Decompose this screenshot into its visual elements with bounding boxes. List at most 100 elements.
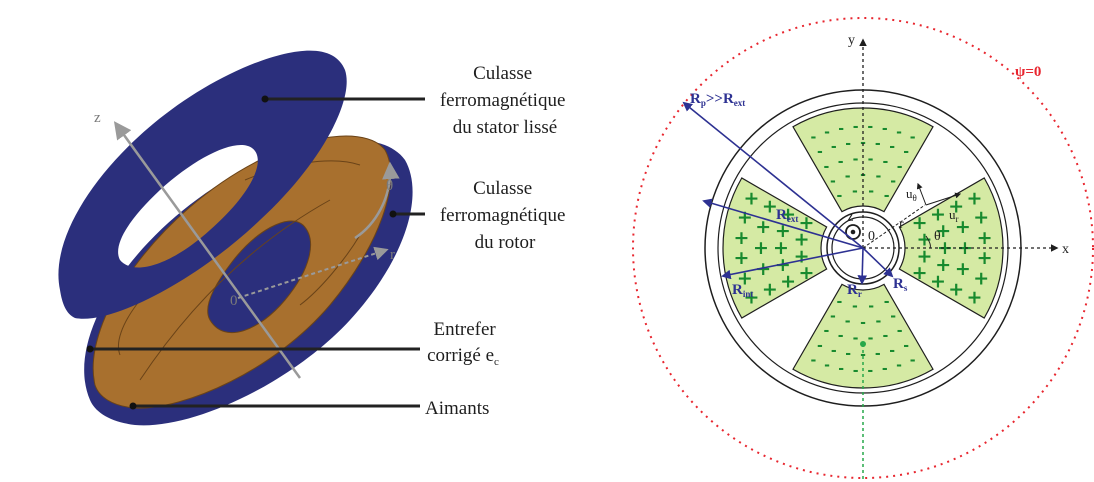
plus-sign: + (930, 204, 946, 226)
rr-radius-arrow (857, 247, 868, 285)
minus-sign: - (903, 144, 909, 160)
minus-sign: - (896, 358, 902, 374)
right-cross-section: ψ=0 ++++++++++++++++++++----------------… (632, 17, 1094, 482)
z-axis-label-right: z (847, 210, 853, 225)
minus-sign: - (824, 124, 830, 140)
minus-sign: - (868, 184, 874, 200)
plus-sign: + (916, 228, 932, 250)
minus-sign: - (838, 154, 844, 170)
minus-sign: - (845, 346, 851, 362)
x-axis-label: x (1062, 242, 1069, 257)
boundary-label: ψ=0 (1015, 64, 1041, 80)
plus-sign: + (955, 258, 971, 280)
minus-sign: - (910, 130, 916, 146)
minus-sign: - (875, 136, 881, 152)
u-theta-arrow (916, 182, 927, 206)
minus-sign: - (896, 124, 902, 140)
minus-sign: - (860, 347, 866, 363)
minus-sign: - (889, 139, 895, 155)
minus-sign: - (884, 188, 890, 204)
minus-sign: - (831, 139, 837, 155)
rp-radius-arrow (682, 101, 864, 249)
minus-sign: - (875, 346, 881, 362)
minus-sign: - (882, 361, 888, 377)
plus-sign: + (916, 246, 932, 268)
plus-sign: + (967, 287, 983, 309)
plus-sign: + (733, 247, 749, 269)
plus-sign: + (780, 270, 796, 292)
plus-sign: + (755, 258, 771, 280)
minus-sign: - (836, 294, 842, 310)
plus-sign: + (773, 237, 789, 259)
magnets-label: Aimants (425, 398, 489, 419)
minus-sign: - (897, 323, 903, 339)
minus-sign: - (852, 298, 858, 314)
plus-sign: + (948, 196, 964, 218)
minus-sign: - (810, 353, 816, 369)
rr-label: Rr (847, 282, 862, 299)
magnet-top (792, 107, 934, 213)
boundary-circle (632, 17, 1094, 479)
plus-sign: + (930, 270, 946, 292)
minus-sign: - (890, 173, 896, 189)
magnet-right (898, 177, 1004, 319)
minus-sign: - (845, 136, 851, 152)
minus-sign: - (910, 353, 916, 369)
minus-sign: - (810, 130, 816, 146)
rotor-label: Culasse ferromagnétique du rotor (440, 178, 570, 253)
theta-label: θ (386, 178, 393, 194)
minus-sign: - (845, 313, 851, 329)
minus-sign: - (838, 361, 844, 377)
stator-yoke-disc (58, 50, 347, 319)
minus-sign: - (875, 169, 881, 185)
y-axis-label: y (848, 33, 855, 48)
plus-sign: + (744, 287, 760, 309)
minus-sign: - (831, 343, 837, 359)
plus-sign: + (798, 262, 814, 284)
minus-sign: - (817, 338, 823, 354)
plus-sign: + (955, 216, 971, 238)
u-r-label: ur (949, 207, 959, 224)
minus-sign: - (830, 309, 836, 325)
plus-sign: + (912, 212, 928, 234)
plus-sign: + (948, 279, 964, 301)
r-position-line (862, 204, 926, 249)
plus-sign: + (755, 216, 771, 238)
rint-radius-arrow (721, 247, 864, 280)
theta-label-right: θ (934, 229, 941, 244)
minus-sign: - (852, 184, 858, 200)
minus-sign: - (853, 151, 859, 167)
plus-sign: + (935, 220, 951, 242)
plus-sign: + (733, 227, 749, 249)
minus-sign: - (875, 313, 881, 329)
minus-sign: - (903, 338, 909, 354)
magnet-left (722, 177, 828, 319)
r-label-right: r (899, 217, 904, 232)
minus-sign: - (817, 144, 823, 160)
plus-sign: + (744, 187, 760, 209)
minus-sign: - (890, 309, 896, 325)
minus-sign: - (884, 294, 890, 310)
plus-sign: + (977, 227, 993, 249)
plus-sign: + (775, 254, 791, 276)
z-axis-line (113, 121, 302, 379)
minus-sign: - (882, 328, 888, 344)
plus-sign: + (912, 262, 928, 284)
minus-sign: - (897, 159, 903, 175)
minus-sign: - (867, 363, 873, 379)
minus-sign: - (830, 173, 836, 189)
gap-label: Entrefer corrigé ec (427, 319, 500, 368)
minus-sign: - (853, 331, 859, 347)
plus-sign: + (794, 228, 810, 250)
minus-sign: - (838, 121, 844, 137)
rp-label: Rp>>Rext (690, 91, 745, 108)
rs-label: Rs (893, 276, 908, 293)
minus-sign: - (868, 331, 874, 347)
rext-radius-arrow (702, 198, 864, 249)
rint-label: Rint (732, 282, 753, 299)
theta-arc-arrow (354, 161, 400, 240)
rext-label: Rext (776, 207, 798, 224)
plus-sign: + (737, 207, 753, 229)
minus-sign: - (838, 328, 844, 344)
